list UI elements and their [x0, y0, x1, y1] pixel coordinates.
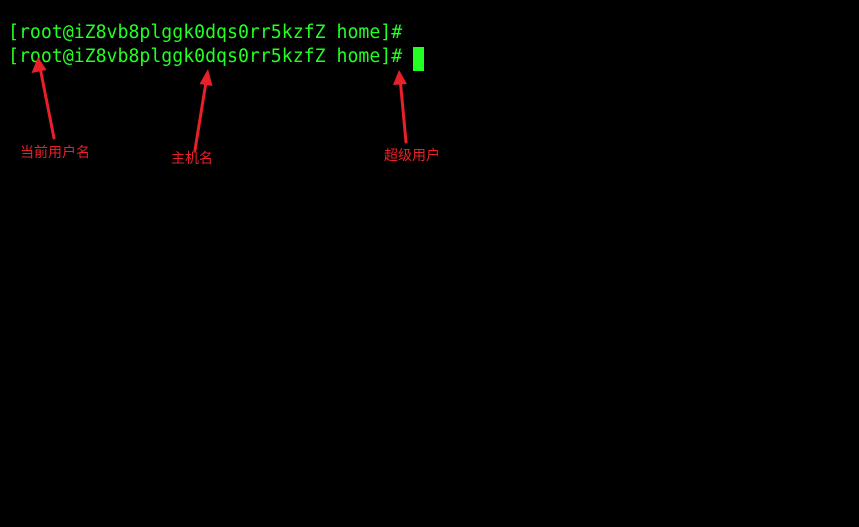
terminal-prompt-line: [root@iZ8vb8plggk0dqs0rr5kzfZ home]#	[8, 22, 403, 43]
annotation-superuser: 超级用户	[384, 148, 440, 164]
arrow-up-icon	[393, 70, 408, 144]
terminal-prompt-line-active[interactable]: [root@iZ8vb8plggk0dqs0rr5kzfZ home]#	[8, 46, 414, 67]
arrow-up-icon	[31, 57, 56, 140]
annotation-hostname: 主机名	[171, 151, 213, 167]
block-cursor	[413, 47, 424, 71]
annotation-current-username: 当前用户名	[20, 145, 90, 161]
arrow-up-icon	[193, 69, 213, 152]
